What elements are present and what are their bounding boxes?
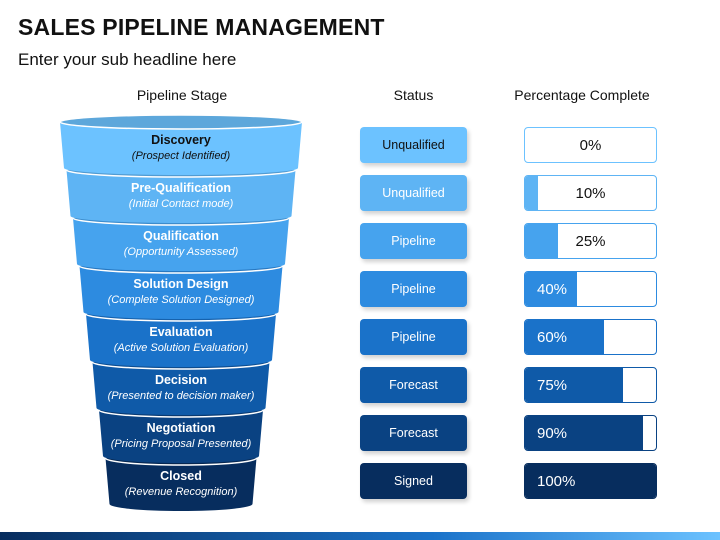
percent-complete-bar: 60% (524, 319, 657, 355)
status-badge: Forecast (360, 415, 467, 451)
percent-fill (525, 272, 578, 306)
column-header-stage: Pipeline Stage (136, 87, 228, 103)
stage-name: Decision (154, 373, 208, 387)
funnel-stage-label: Solution Design (Complete Solution Design… (80, 276, 283, 308)
column-header-percent: Percentage Complete (514, 87, 650, 103)
status-badge: Pipeline (360, 319, 467, 355)
percent-complete-bar: 10% (524, 175, 657, 211)
percent-fill (525, 176, 539, 210)
percent-complete-bar: 40% (524, 271, 657, 307)
status-badge: Pipeline (360, 223, 467, 259)
page-title: SALES PIPELINE MANAGEMENT (18, 14, 385, 40)
stage-name: Qualification (143, 229, 219, 243)
stage-description: (Active Solution Evaluation) (113, 342, 249, 354)
percent-complete-bar: 100% (524, 463, 657, 499)
percent-fill (525, 416, 643, 450)
funnel-stage-label: Closed (Revenue Recognition) (106, 468, 257, 500)
percent-fill (525, 320, 604, 354)
status-badge: Unqualified (360, 127, 467, 163)
funnel-stage-label: Negotiation (Pricing Proposal Presented) (99, 420, 263, 452)
stage-name: Negotiation (146, 421, 216, 435)
column-header-status: Status (393, 87, 434, 103)
stage-name: Pre-Qualification (130, 181, 232, 195)
percent-complete-bar: 25% (524, 223, 657, 259)
funnel-stage-label: Discovery (Prospect Identified) (60, 132, 302, 164)
percent-label: 75% (537, 376, 568, 394)
stage-description: (Complete Solution Designed) (107, 294, 255, 306)
percent-fill (525, 224, 558, 258)
funnel-stage-label: Qualification (Opportunity Assessed) (73, 228, 289, 260)
percent-label: 100% (537, 472, 576, 490)
stage-description: (Pricing Proposal Presented) (110, 438, 252, 450)
bottom-accent-bar (0, 532, 720, 540)
status-badge: Unqualified (360, 175, 467, 211)
stage-name: Solution Design (133, 277, 229, 291)
funnel-stage-label: Pre-Qualification (Initial Contact mode) (67, 180, 296, 212)
percent-complete-bar: 75% (524, 367, 657, 403)
stage-description: (Presented to decision maker) (107, 390, 255, 402)
percent-label: 90% (537, 424, 568, 442)
status-badge: Signed (360, 463, 467, 499)
stage-description: (Revenue Recognition) (124, 486, 238, 498)
percent-complete-bar: 0% (524, 127, 657, 163)
stage-name: Closed (160, 469, 202, 483)
funnel-stage-label: Evaluation (Active Solution Evaluation) (86, 324, 276, 356)
stage-description: (Initial Contact mode) (128, 198, 234, 210)
status-badge: Forecast (360, 367, 467, 403)
stage-description: (Prospect Identified) (131, 150, 231, 162)
percent-label: 25% (575, 232, 606, 250)
funnel-segment (59, 114, 303, 175)
stage-name: Discovery (151, 133, 211, 147)
status-badge: Pipeline (360, 271, 467, 307)
percent-label: 10% (575, 184, 606, 202)
percent-label: 40% (537, 280, 568, 298)
page-subtitle: Enter your sub headline here (18, 50, 237, 69)
percent-fill (525, 368, 624, 402)
funnel-stage-label: Decision (Presented to decision maker) (93, 372, 270, 404)
percent-label: 60% (537, 328, 568, 346)
percent-complete-bar: 90% (524, 415, 657, 451)
percent-label: 0% (579, 136, 602, 154)
stage-description: (Opportunity Assessed) (123, 246, 239, 258)
percent-fill (525, 464, 656, 498)
stage-name: Evaluation (149, 325, 213, 339)
